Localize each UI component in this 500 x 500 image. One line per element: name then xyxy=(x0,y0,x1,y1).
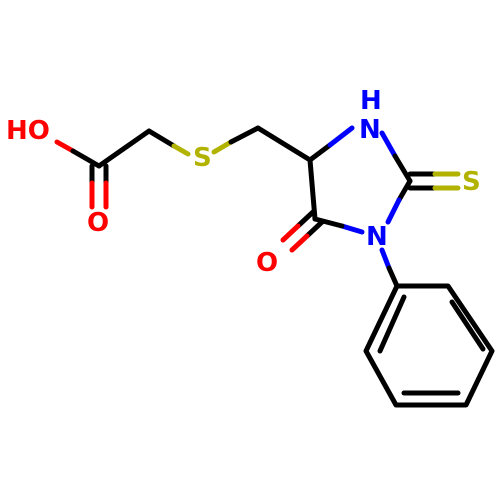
bond-ring-co-2-oxygen xyxy=(289,233,310,253)
bond-ch2-s-sulfur xyxy=(171,143,191,157)
phenyl-inner-bond-1 xyxy=(449,299,486,352)
bond-n1-c5-nitrogen xyxy=(339,223,365,235)
bond-o-c-hydroxyl xyxy=(54,139,76,154)
carboxylic-acid-group xyxy=(54,128,152,210)
phenyl-inner-bond-3 xyxy=(377,294,407,354)
ring-nitrogen-top-label: N xyxy=(359,115,381,145)
bond-n1-phenyl-nitrogen xyxy=(379,247,392,271)
phenyl-ring-outline xyxy=(363,283,495,408)
hydroxyl-label: HO xyxy=(6,116,50,146)
ring-nh-hydrogen-label: H xyxy=(360,86,382,116)
bond-ch2-ring-c xyxy=(255,125,313,163)
bond-c4-n3-carbon xyxy=(307,142,333,163)
bond-s-ch2-carbon xyxy=(228,125,261,145)
phenyl-ring xyxy=(363,283,495,408)
bond-s-ch2-sulfur xyxy=(211,139,234,155)
bond-ring-co-2-carbon xyxy=(304,219,325,239)
bond-c5-c4 xyxy=(307,157,318,222)
bond-n3-c2-carbon xyxy=(392,153,413,184)
bond-acid-c-ch2 xyxy=(96,128,152,169)
bond-n1-c5-carbon xyxy=(312,216,345,229)
bond-c2-n1-nitrogen xyxy=(385,197,402,225)
ring-nitrogen-phenyl-label: N xyxy=(366,222,388,252)
bond-o-c-hydroxyl-carbon xyxy=(70,148,102,169)
acid-carbonyl-oxygen-label: O xyxy=(87,208,109,238)
thioether-sulfur-label: S xyxy=(193,143,212,173)
thioether-linker xyxy=(146,125,313,163)
bond-n1-phenyl-carbon xyxy=(386,265,400,289)
imidazolidine-ring xyxy=(280,125,461,253)
bond-ring-co-1-oxygen xyxy=(280,223,301,243)
bond-n3-c2-nitrogen xyxy=(379,130,398,159)
bond-ch2-s-carbon xyxy=(146,128,177,149)
bond-c2-n1-carbon xyxy=(396,178,413,203)
bond-ring-co-1-carbon xyxy=(295,209,316,229)
thione-sulfur-label: S xyxy=(462,167,481,197)
ring-carbonyl-oxygen-label: O xyxy=(256,248,278,278)
bond-c4-n3-nitrogen xyxy=(327,125,355,148)
